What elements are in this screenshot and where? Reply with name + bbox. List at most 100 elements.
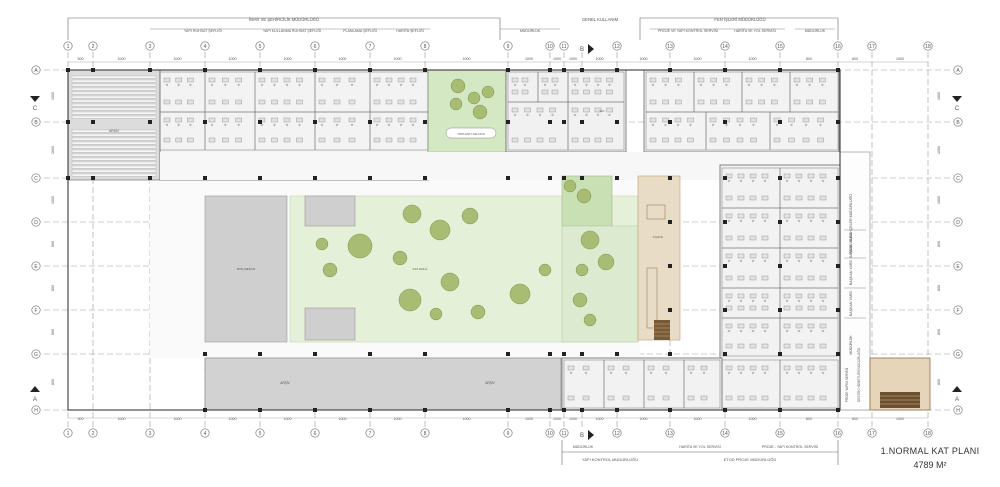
- dim-label: 500: [78, 417, 84, 421]
- dim-label: 1000: [937, 92, 941, 100]
- side-label-mudurluk: MÜDÜRLÜK: [849, 335, 853, 355]
- dim-label: 1000: [694, 417, 702, 421]
- dim-label: 1000: [463, 57, 471, 61]
- dim-label: 800: [51, 379, 55, 385]
- row-label: E: [34, 264, 38, 270]
- sub-mudurluk-1: MÜDÜRLÜK: [520, 29, 541, 33]
- col-bubble: [503, 41, 513, 51]
- col-bubble: [559, 428, 569, 438]
- col-bubble: [720, 428, 730, 438]
- col-label: 13: [667, 431, 673, 437]
- dim-label: 1000: [596, 417, 604, 421]
- structural-columns: [66, 68, 840, 412]
- col-label: 4: [204, 44, 207, 50]
- dim-label: 1000: [694, 57, 702, 61]
- col-bubble: [612, 428, 622, 438]
- dim-label: 1000: [640, 417, 648, 421]
- col-label: 17: [869, 431, 875, 437]
- label-arsiv-bottom-2: ARŞİV: [485, 380, 495, 385]
- side-label-baskan-2: BAŞKAN YARD.: [849, 259, 853, 285]
- dim-label: 1000: [394, 57, 402, 61]
- col-label: 7: [369, 431, 372, 437]
- dim-label: 800: [806, 57, 812, 61]
- dim-label: 1000: [51, 196, 55, 204]
- row-label: B: [34, 120, 38, 126]
- dim-label: 1000: [229, 57, 237, 61]
- sub-mudurluk-2: MÜDÜRLÜK: [805, 29, 826, 33]
- bottom-sub-mudurluk: MÜDÜRLÜK: [573, 445, 594, 449]
- dim-label: 800: [937, 379, 941, 385]
- col-label: 9: [507, 44, 510, 50]
- grid-axis-labels: 1122334455667788991010111112121313141415…: [31, 41, 963, 438]
- col-bubble: [833, 428, 843, 438]
- col-label: 11: [561, 44, 566, 50]
- col-bubble: [310, 428, 320, 438]
- row-bubble: [31, 261, 41, 271]
- sub-yapi-kullanma: YAPI KULLANMA RUHSAT ŞEFLİĞİ: [263, 28, 321, 33]
- col-label: 3: [149, 44, 152, 50]
- dim-label: 800: [51, 329, 55, 335]
- side-label-baskan-3: BAŞKAN YARD.: [849, 290, 853, 316]
- row-bubble: [953, 261, 963, 271]
- col-bubble: [365, 41, 375, 51]
- dim-label: 1000: [51, 146, 55, 154]
- row-bubble: [31, 65, 41, 75]
- col-label: 15: [777, 44, 783, 50]
- col-bubble: [833, 41, 843, 51]
- plan-title: 1.NORMAL KAT PLANI: [880, 446, 980, 456]
- dim-label: 1000: [174, 417, 182, 421]
- col-label: 10: [547, 44, 553, 50]
- garden-top: [427, 69, 507, 153]
- col-label: 6: [314, 431, 317, 437]
- dim-label: 800: [937, 241, 941, 247]
- col-label: 14: [722, 44, 728, 50]
- row-bubble: [31, 405, 41, 415]
- col-bubble: [503, 428, 513, 438]
- sub-planlama: PLANLAMA ŞEFLİĞİ: [343, 28, 377, 33]
- col-label: 13: [667, 44, 673, 50]
- row-bubble: [953, 217, 963, 227]
- dim-label: 1000: [118, 417, 126, 421]
- dim-label: 1000: [229, 417, 237, 421]
- col-label: 4: [204, 431, 207, 437]
- row-label: A: [34, 68, 38, 74]
- dim-label: 800: [937, 285, 941, 291]
- meeting-table: TOPLANTI SALONU: [445, 127, 497, 139]
- row-label: A: [956, 68, 960, 74]
- col-bubble: [867, 41, 877, 51]
- dim-label: 1000: [896, 57, 904, 61]
- col-bubble: [545, 428, 555, 438]
- col-bubble: [867, 428, 877, 438]
- col-bubble: [420, 41, 430, 51]
- row-bubble: [953, 349, 963, 359]
- dim-label: 1000: [569, 57, 577, 61]
- col-label: 2: [92, 431, 95, 437]
- side-label-baskan-1: BAŞKAN YARD.: [849, 232, 853, 258]
- col-bubble: [145, 428, 155, 438]
- dim-label: 1000: [51, 92, 55, 100]
- row-bubble: [953, 405, 963, 415]
- col-bubble: [545, 41, 555, 51]
- section-a-right: A: [955, 397, 959, 403]
- side-label-park: PARK VE BAHÇELER MÜDÜRLÜĞÜ: [848, 194, 853, 254]
- col-label: 7: [369, 44, 372, 50]
- side-label-proje-yapim: PROJE YAPIM SERVİSİ: [844, 368, 849, 403]
- col-label: 12: [614, 44, 620, 50]
- dim-label: 1000: [640, 57, 648, 61]
- col-bubble: [923, 428, 933, 438]
- col-label: 15: [777, 431, 783, 437]
- dim-label: 1000: [749, 417, 757, 421]
- dim-label: 500: [78, 57, 84, 61]
- foyer-details: [646, 204, 920, 408]
- col-bubble: [365, 428, 375, 438]
- dim-label: 1000: [937, 196, 941, 204]
- group-fen: FEN İŞLERİ MÜDÜRLÜĞÜ: [714, 17, 765, 22]
- sub-proje-yapi: PROJE VE YAPI KONTROL SERVİSİ: [658, 28, 718, 33]
- col-bubble: [200, 428, 210, 438]
- dim-label: 800: [937, 329, 941, 335]
- label-arsiv-top: ARŞİV: [109, 128, 120, 133]
- col-bubble: [420, 428, 430, 438]
- section-c-right: C: [955, 106, 960, 112]
- row-label: B: [956, 120, 960, 126]
- row-label: E: [956, 264, 960, 270]
